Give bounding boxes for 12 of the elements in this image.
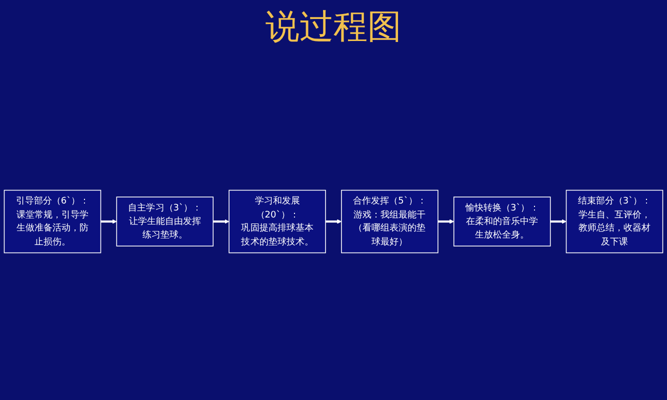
node-box: 合作发挥（5`）： 游戏：我组最能干（看哪组表演的垫球最好） — [341, 190, 438, 254]
title: 说过程图 — [264, 6, 402, 49]
node-box: 学习和发展（20`）： 巩固提高排球基本技术的垫球技术。 — [228, 190, 326, 254]
node-box: 结束部分（3`）： 学生自、互评价，教师总结，收器材及下课 — [566, 190, 664, 254]
arrow — [550, 220, 566, 224]
arrow — [326, 220, 342, 224]
arrow — [438, 220, 454, 224]
node-box: 自主学习（3`）： 让学生能自由发挥练习垫球。 — [116, 197, 214, 247]
arrow — [213, 220, 230, 224]
node-box: 愉快转换（3`）： 在柔和的音乐中学生放松全身。 — [453, 197, 551, 247]
arrow — [100, 220, 117, 224]
node-box: 引导部分（6`）： 课堂常规，引导学生做准备活动，防止损伤。 — [4, 190, 102, 254]
